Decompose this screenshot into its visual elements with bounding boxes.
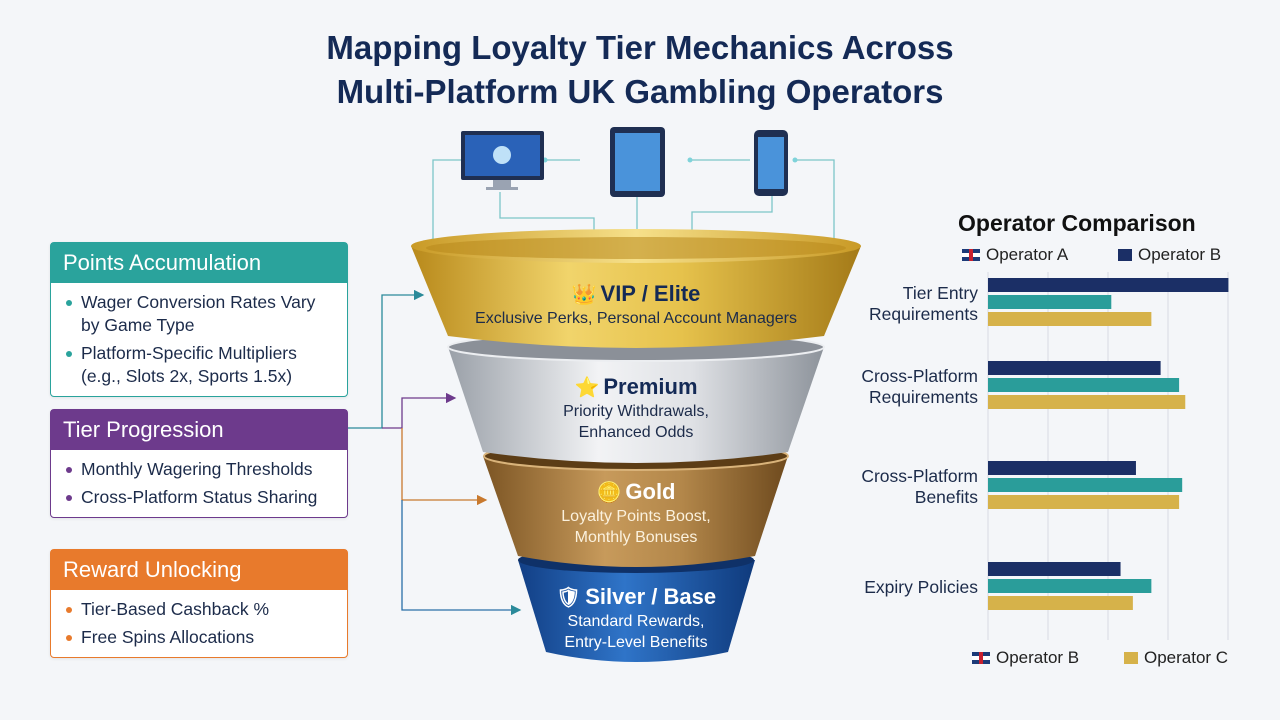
category-label-line: Requirements xyxy=(869,303,978,324)
legend-swatch xyxy=(1118,249,1132,261)
bar xyxy=(988,478,1183,492)
title-line-2: Multi-Platform UK Gambling Operators xyxy=(336,73,944,110)
bar xyxy=(988,495,1180,509)
legend-item: Operator A xyxy=(962,245,1068,265)
list-item: Platform-Specific Multipliers (e.g., Slo… xyxy=(66,342,337,388)
chart-title: Operator Comparison xyxy=(958,210,1196,236)
bar xyxy=(988,461,1136,475)
connector-points xyxy=(346,289,425,429)
tier-name: Silver / Base xyxy=(585,584,717,609)
bar xyxy=(988,278,1229,292)
legend-label: Operator A xyxy=(986,245,1069,264)
category-label-line: Tier Entry xyxy=(902,282,978,303)
page-title: Mapping Loyalty Tier Mechanics Across Mu… xyxy=(0,26,1280,114)
card-heading: Points Accumulation xyxy=(51,243,347,283)
bar xyxy=(988,579,1152,593)
uk-flag-icon xyxy=(972,652,990,664)
category-label-line: Expiry Policies xyxy=(864,577,978,597)
coin-icon: 🪙 xyxy=(596,482,622,504)
legend-label: Operator B xyxy=(996,648,1080,667)
bar xyxy=(988,361,1161,375)
desktop-icon xyxy=(461,131,544,190)
tier-name: Gold xyxy=(625,479,676,504)
list-item: Free Spins Allocations xyxy=(66,626,337,649)
card-reward-unlocking: Reward Unlocking Tier-Based Cashback % F… xyxy=(50,549,348,658)
legend-label: Operator B xyxy=(1138,245,1222,264)
legend-item: Operator B xyxy=(1118,245,1221,265)
tier-description: Loyalty Points Boost, xyxy=(561,508,711,525)
category-label-line: Requirements xyxy=(869,386,978,407)
list-item: Wager Conversion Rates Vary by Game Type xyxy=(66,291,337,337)
tier-description: Priority Withdrawals, xyxy=(563,403,709,420)
tier-label-vip: 👑VIP / Elite Exclusive Perks, Personal A… xyxy=(440,281,832,329)
star-icon: ⭐ xyxy=(574,377,600,399)
connector-progression xyxy=(382,392,457,429)
bar xyxy=(988,562,1121,576)
bar xyxy=(988,312,1152,326)
tier-label-premium: ⭐Premium Priority Withdrawals, Enhanced … xyxy=(470,374,802,443)
tier-name: Premium xyxy=(603,374,698,399)
crown-icon: 👑 xyxy=(571,284,597,306)
category-label-line: Cross-Platform xyxy=(861,465,978,486)
tier-description: Standard Rewards, xyxy=(567,613,705,630)
card-heading: Tier Progression xyxy=(51,410,347,450)
category-label-line: Cross-Platform xyxy=(861,365,978,386)
category-label-line: Benefits xyxy=(914,486,978,507)
chart-grid xyxy=(987,272,1229,640)
connector-silver xyxy=(401,500,522,616)
bar xyxy=(988,295,1112,309)
legend-label: Operator C xyxy=(1144,648,1229,667)
bar xyxy=(988,378,1180,392)
tier-label-gold: 🪙Gold Loyalty Points Boost, Monthly Bonu… xyxy=(500,479,772,548)
title-line-1: Mapping Loyalty Tier Mechanics Across xyxy=(326,29,954,66)
card-tier-progression: Tier Progression Monthly Wagering Thresh… xyxy=(50,409,348,518)
category-label: Expiry Policies xyxy=(828,577,978,598)
tablet-icon xyxy=(610,127,665,197)
chart-bars xyxy=(988,278,1229,610)
legend-item: Operator C xyxy=(1124,648,1228,668)
tier-description: Exclusive Perks, Personal Account Manage… xyxy=(475,310,797,327)
card-heading: Reward Unlocking xyxy=(51,550,347,590)
bar xyxy=(988,395,1186,409)
list-item: Cross-Platform Status Sharing xyxy=(66,486,337,509)
funnel-tier-vip xyxy=(411,229,861,348)
legend-swatch xyxy=(1124,652,1138,664)
phone-icon xyxy=(754,130,788,196)
tier-name: VIP / Elite xyxy=(600,281,701,306)
card-points-accumulation: Points Accumulation Wager Conversion Rat… xyxy=(50,242,348,397)
tier-label-silver: 🛡Silver / Base Standard Rewards, Entry-L… xyxy=(520,584,752,653)
tier-description: Monthly Bonuses xyxy=(574,529,698,546)
list-item: Tier-Based Cashback % xyxy=(66,598,337,621)
uk-flag-icon xyxy=(962,249,980,261)
legend-item: Operator B xyxy=(972,648,1079,668)
bar xyxy=(988,596,1133,610)
list-item: Monthly Wagering Thresholds xyxy=(66,458,337,481)
tier-description: Enhanced Odds xyxy=(578,424,694,441)
shield-icon: 🛡 xyxy=(555,587,582,609)
tier-description: Entry-Level Benefits xyxy=(564,634,708,651)
